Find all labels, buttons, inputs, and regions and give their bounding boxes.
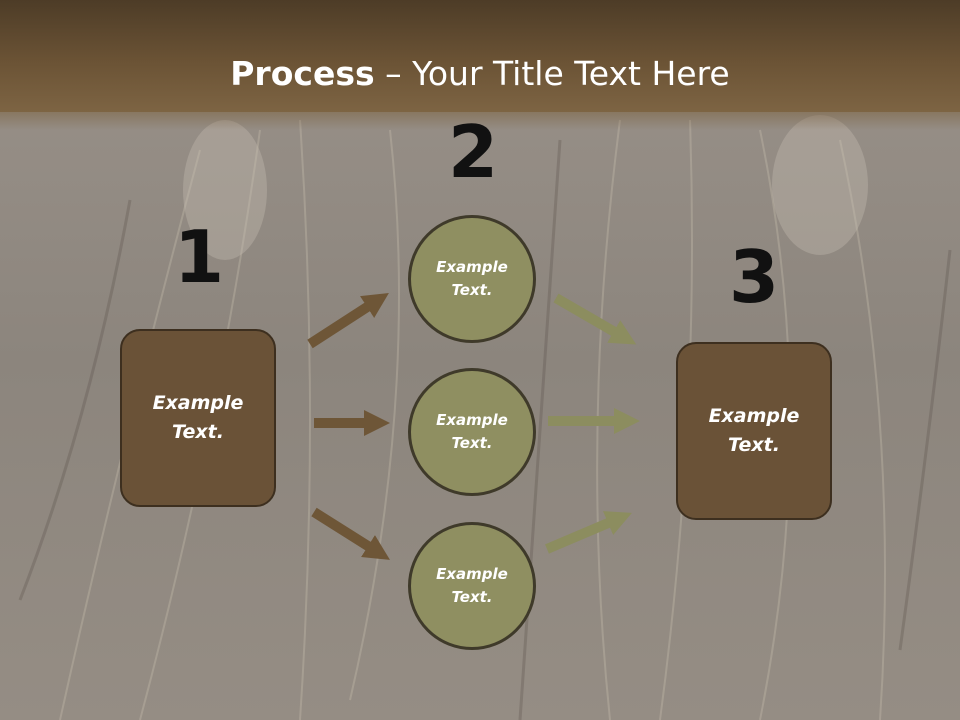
left-process-box: Example Text. [120, 329, 276, 507]
title-rest: – Your Title Text Here [374, 54, 730, 93]
circle-middle-label: Example Text. [436, 411, 508, 452]
arrow-top-to-right [553, 293, 637, 345]
left-box-label: Example Text. [152, 392, 244, 443]
arrow-left-to-bottom [311, 507, 390, 560]
circle-top-label: Example Text. [436, 258, 508, 299]
circle-node-top: Example Text. [408, 215, 536, 343]
arrow-bottom-to-right [545, 511, 632, 554]
step-number-1: 1 [173, 215, 225, 299]
title-banner [0, 0, 960, 130]
arrow-left-to-top [307, 292, 389, 349]
title-bold: Process [230, 54, 375, 93]
circle-node-bottom: Example Text. [408, 522, 536, 650]
slide-title: Process – Your Title Text Here [0, 52, 960, 96]
right-box-label: Example Text. [708, 405, 800, 456]
right-process-box: Example Text. [676, 342, 832, 520]
circle-node-middle: Example Text. [408, 368, 536, 496]
step-number-2: 2 [447, 110, 499, 194]
circle-bottom-label: Example Text. [436, 565, 508, 606]
step-number-3: 3 [728, 235, 780, 319]
